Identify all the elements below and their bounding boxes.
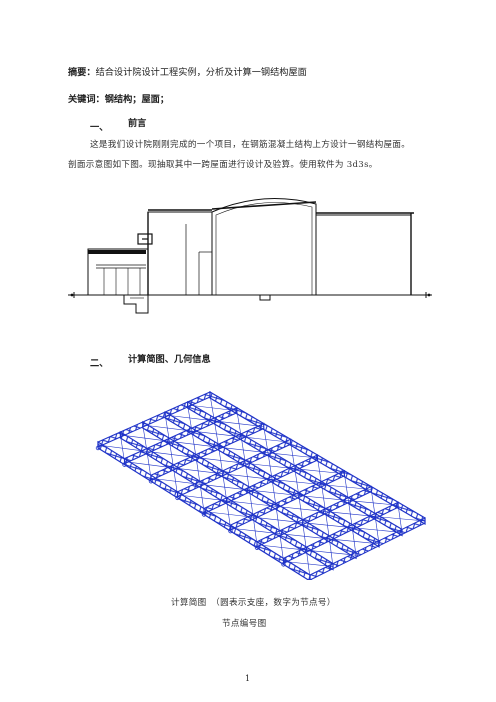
truss-model-figure [95,390,426,580]
keywords-label: 关键词： [68,94,105,105]
keywords-line: 关键词：钢结构；屋面； [68,93,169,106]
section2-heading: 二、 [90,351,108,370]
support-circle [281,562,286,567]
brace-line [267,452,273,480]
brace-line [351,527,357,556]
section2-title: 计算简图、几何信息 [128,354,211,365]
support-circle [201,512,207,517]
page-number: 1 [245,674,251,683]
support-circle [228,528,233,534]
brace-line [142,424,148,452]
support-circle [95,445,101,451]
brace-line [120,434,125,462]
brace-line [298,495,303,523]
truss-cross-2 [150,422,265,482]
truss-cross-3 [176,438,292,498]
abstract-text: 结合设计院设计工程实例，分析及计算一钢结构屋面 [95,67,307,78]
section1-paragraph-line1: 这是我们设计院刚刚完成的一个项目，在钢筋混凝土结构上方设计一钢结构屋面。 [90,140,411,150]
brace-line [214,420,219,448]
brace-line [275,506,281,534]
brace-line [263,426,269,453]
brace-line [294,468,300,496]
brace-line [329,538,334,567]
support-circle [175,495,180,501]
brace-line [209,394,215,421]
section1-paragraph-line2: 剖面示意图如下图。现抽取其中一跨屋面进行设计及验算。使用软件为 3d3s。 [68,160,378,170]
brace-line [249,490,254,518]
brace-line [222,473,227,501]
support-circle [254,545,260,550]
section1-title: 前言 [128,118,147,129]
brace-line [306,550,311,579]
support-circle [122,462,127,467]
brace-line [226,500,231,529]
brace-line [164,414,170,442]
brace-line [218,447,224,474]
brace-line [191,431,197,458]
truss-cross-6 [256,485,372,548]
brace-line [325,511,330,539]
abstract-label: 摘要： [68,67,96,78]
brace-line [252,517,258,545]
brace-line [348,500,353,528]
brace-line [321,484,326,512]
brace-line [271,479,277,507]
brace-line [199,484,205,512]
figure-caption: 计算简图 （圆表示支座，数字为节点号） [171,598,336,608]
section2-number: 二、 [90,358,109,369]
brace-line [187,404,193,432]
brace-line [317,457,322,485]
brace-line [290,442,296,469]
truss-grid [95,390,426,580]
support-circle [308,578,312,580]
brace-line [169,441,174,468]
keywords-text: 钢结构；屋面； [104,94,170,105]
brace-line [302,522,307,551]
brace-line [195,457,201,485]
truss-cross-1 [123,406,238,465]
brace-line [397,505,403,533]
support-circle [148,479,154,484]
brace-line [245,463,250,491]
brace-line [279,533,284,562]
truss-cross-7 [282,501,399,565]
section-elevation-drawing [68,198,432,314]
section1-heading: 一、 [90,115,108,134]
brace-line [240,436,246,464]
brace-line [370,489,376,517]
brace-line [236,410,242,437]
truss-cross-0 [97,391,211,448]
section1-number: 一、 [90,122,109,133]
brace-line [146,451,152,479]
figure-caption-2: 节点编号图 [222,619,267,629]
brace-line [374,516,380,544]
abstract-line: 摘要：结合设计院设计工程实例，分析及计算一钢结构屋面 [68,66,307,79]
truss-cross-8 [309,517,426,580]
truss-cross-4 [203,454,319,515]
brace-line [344,473,349,501]
brace-line [173,467,178,495]
